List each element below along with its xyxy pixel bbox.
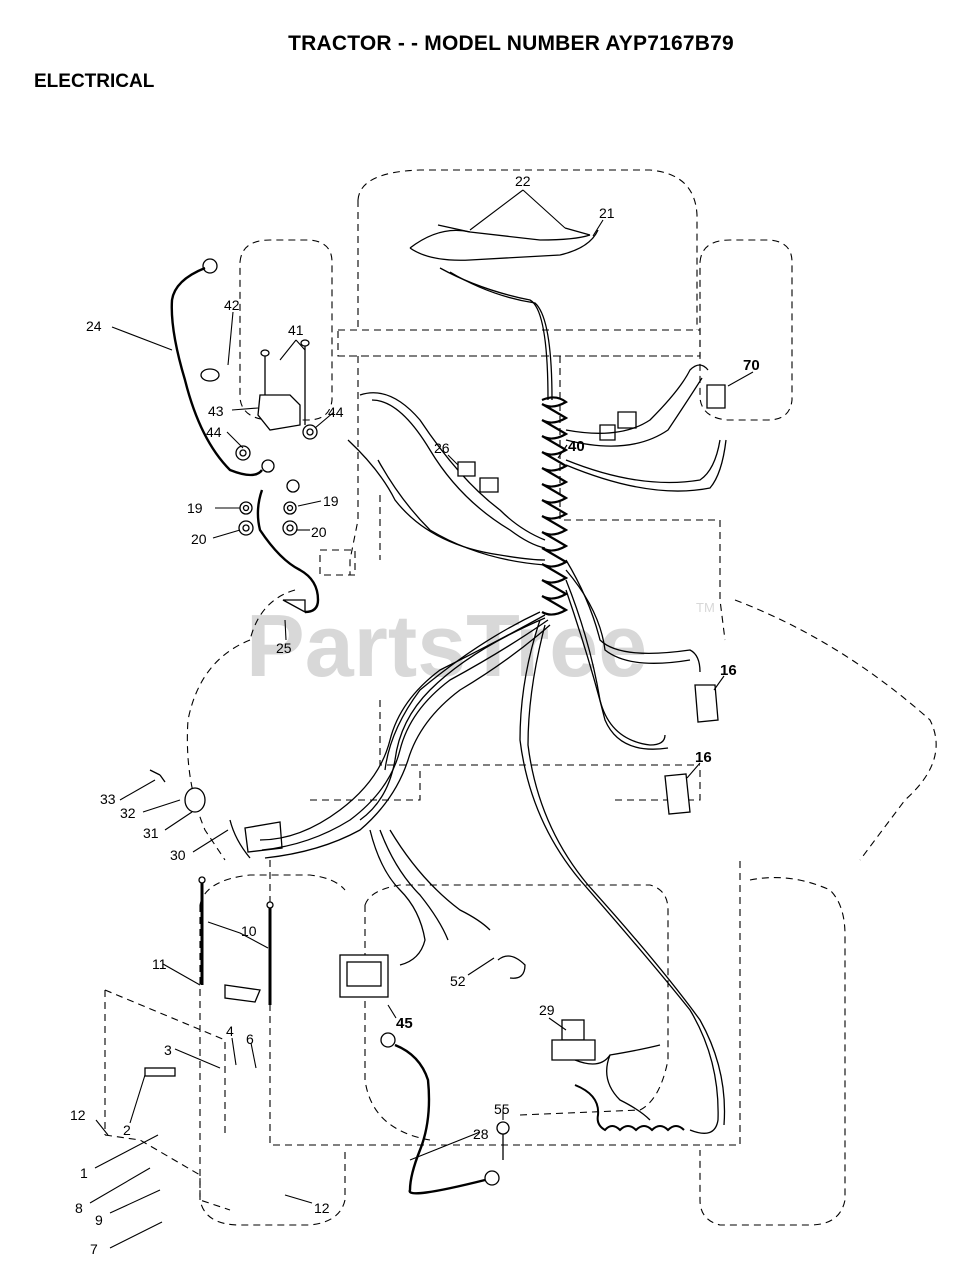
callout-41: 41: [288, 322, 304, 338]
watermark-text: PartsTree: [246, 596, 647, 695]
callout-33: 33: [100, 791, 116, 807]
callout-26: 26: [434, 440, 450, 456]
callout-25: 25: [276, 640, 292, 656]
callout-12-left: 12: [70, 1107, 86, 1123]
callout-22: 22: [515, 173, 531, 189]
callout-9: 9: [95, 1212, 103, 1228]
callout-55: 55: [494, 1101, 510, 1117]
conduit-coil: [541, 396, 569, 616]
callout-4: 4: [226, 1023, 234, 1039]
callout-70: 70: [743, 357, 760, 374]
callout-31: 31: [143, 825, 159, 841]
callout-44-right: 44: [328, 404, 344, 420]
callout-12-bottom: 12: [314, 1200, 330, 1216]
callout-7: 7: [90, 1241, 98, 1257]
callout-30: 30: [170, 847, 186, 863]
callout-21: 21: [599, 205, 615, 221]
callout-16-lower: 16: [695, 749, 712, 766]
callout-20-left: 20: [191, 531, 207, 547]
callout-19-right: 19: [323, 493, 339, 509]
watermark-trademark: TM: [696, 600, 715, 615]
callout-8: 8: [75, 1200, 83, 1216]
callout-24: 24: [86, 318, 102, 334]
callout-1: 1: [80, 1165, 88, 1181]
callout-11: 11: [152, 956, 167, 972]
callout-32: 32: [120, 805, 136, 821]
callout-6: 6: [246, 1031, 254, 1047]
callout-45: 45: [396, 1015, 413, 1032]
wire-harness: [170, 224, 727, 1195]
callout-2: 2: [123, 1122, 131, 1138]
callout-20-right: 20: [311, 524, 327, 540]
section-heading: ELECTRICAL: [34, 71, 155, 92]
callout-44-left: 44: [206, 424, 222, 440]
callout-16-upper: 16: [720, 662, 737, 679]
callout-52: 52: [450, 973, 466, 989]
callout-29: 29: [539, 1002, 555, 1018]
page-title: TRACTOR - - MODEL NUMBER AYP7167B79: [288, 32, 734, 55]
tractor-outline: [104, 169, 937, 1226]
callout-3: 3: [164, 1042, 172, 1058]
callout-10: 10: [241, 923, 257, 939]
callout-42: 42: [224, 297, 240, 313]
callout-labels: 22 21 24 42 41 70 43 44 44 26 40 19 19 2…: [70, 173, 760, 1257]
callout-43: 43: [208, 403, 224, 419]
components: [144, 339, 726, 1160]
callout-40: 40: [568, 438, 585, 455]
leader-lines: [89, 189, 754, 1249]
callout-28: 28: [473, 1126, 489, 1142]
callout-19-left: 19: [187, 500, 203, 516]
